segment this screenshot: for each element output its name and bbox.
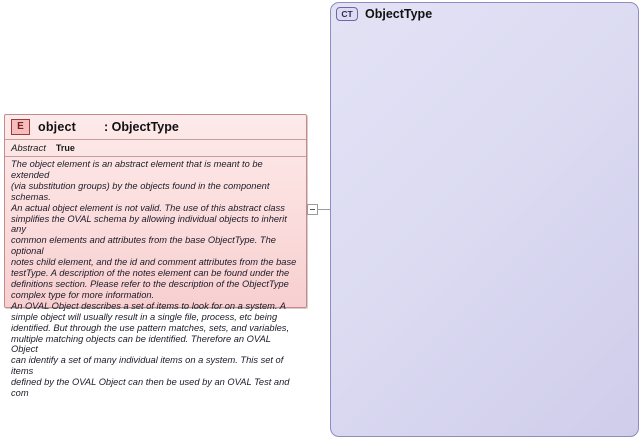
element-type-name: ObjectType	[111, 120, 179, 134]
complextype-title: ObjectType	[365, 7, 433, 21]
connector-line	[318, 209, 332, 210]
collapse-toggle-icon[interactable]	[307, 204, 318, 215]
complextype-header: CT ObjectType	[331, 3, 638, 25]
element-documentation: The object element is an abstract elemen…	[11, 159, 297, 399]
element-type: : ObjectType	[104, 120, 179, 134]
element-object-box[interactable]: E object : ObjectType Abstract True The …	[4, 114, 307, 398]
property-key: Abstract	[11, 142, 46, 154]
complextype-badge-icon: CT	[336, 7, 358, 21]
element-badge-icon: E	[11, 119, 30, 135]
element-type-separator: :	[104, 120, 109, 134]
element-name: object	[38, 120, 77, 134]
complextype-objecttype-panel: CT ObjectType A id : ObjectIDPattern Pat…	[330, 2, 639, 437]
property-value: True	[55, 143, 75, 153]
element-property-abstract: Abstract True	[5, 140, 306, 157]
element-header: E object : ObjectType	[5, 115, 306, 140]
